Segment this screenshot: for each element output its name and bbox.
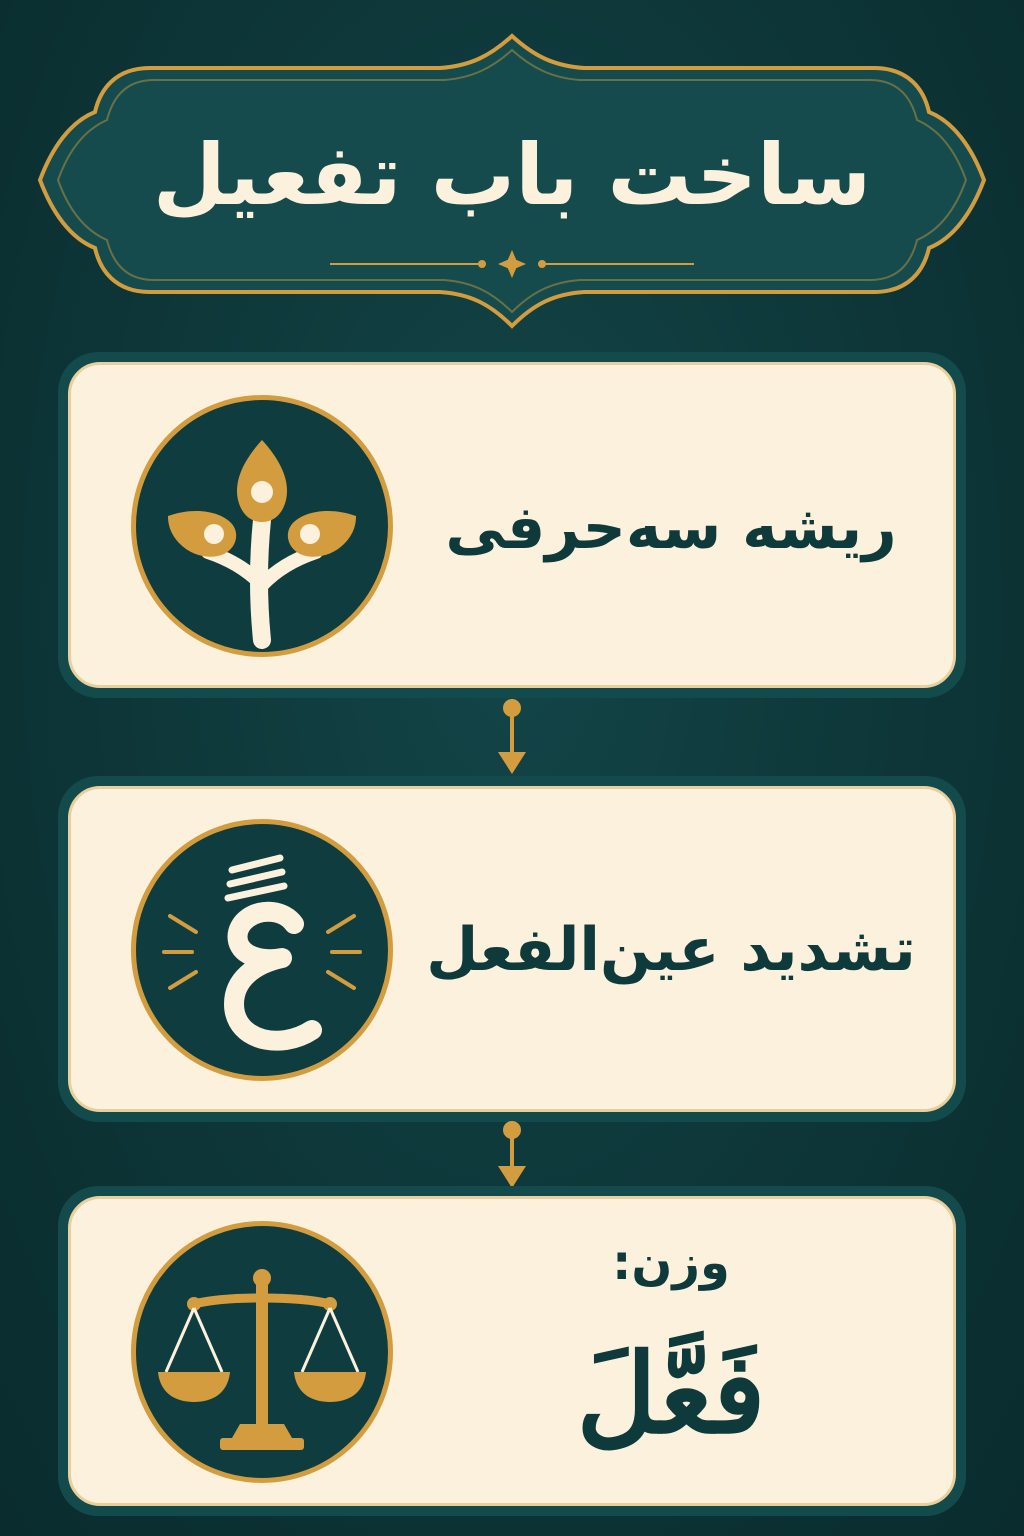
wazn-label: وزن:	[612, 1235, 730, 1291]
step-label-root: ریشه سه‌حرفی	[445, 493, 897, 563]
wazn-value: فَعَّلَ	[576, 1329, 766, 1458]
arrow-down-icon	[482, 696, 542, 780]
step-label-shadda: تشدید عین‌الفعل	[426, 915, 916, 985]
scales-icon	[131, 1221, 393, 1483]
step-card-shadda-inner: تشدید عین‌الفعل	[68, 786, 956, 1112]
arrow-down-icon	[482, 1118, 542, 1192]
title-banner: ساخت باب تفعیل	[0, 0, 1024, 340]
sprout-icon	[131, 395, 393, 657]
step-card-root-inner: ریشه سه‌حرفی	[68, 362, 956, 688]
page-title: ساخت باب تفعیل	[152, 126, 872, 224]
step-card-wazn: وزن: فَعَّلَ	[58, 1186, 966, 1516]
step-card-root: ریشه سه‌حرفی	[58, 352, 966, 698]
step-card-wazn-inner: وزن: فَعَّلَ	[68, 1196, 956, 1506]
ain-shadda-icon	[131, 819, 393, 1081]
step-card-shadda: تشدید عین‌الفعل	[58, 776, 966, 1122]
title-banner-frame	[37, 33, 987, 329]
